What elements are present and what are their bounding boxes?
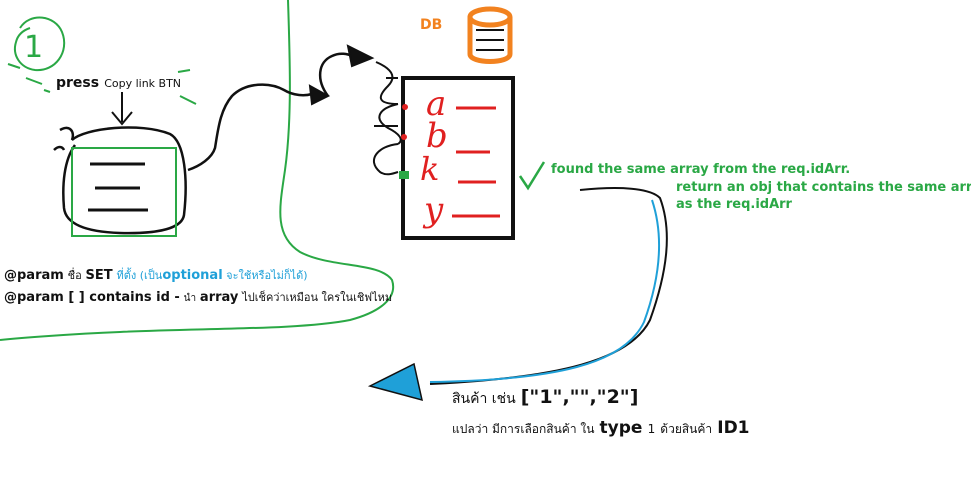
param-line-2: @param [ ] contains id - นำ array ไปเช็ค… <box>4 288 392 306</box>
id-list-box <box>401 76 515 240</box>
example-line-2: แปลว่า มีการเลือกสินค้า ใน type 1 ด้วยสิ… <box>452 418 750 439</box>
list-marker-k <box>399 171 409 179</box>
example-id: ID1 <box>717 418 750 438</box>
param-tag: @param <box>4 268 64 283</box>
copy-link-btn-label: Copy link BTN <box>104 77 182 90</box>
press-word: press <box>56 75 100 91</box>
document-lines <box>88 162 148 212</box>
example-meaning-pre: แปลว่า มีการเลือกสินค้า ใน <box>452 422 595 436</box>
loop-to-db <box>319 52 353 97</box>
found-line-2: return an obj that contains the same arr <box>676 180 971 195</box>
db-icon <box>467 6 513 64</box>
coil-lines <box>373 61 402 176</box>
list-letter-k: k <box>420 150 440 188</box>
param-set: SET <box>85 268 113 283</box>
example-prefix: สินค้า เช่น <box>452 391 516 407</box>
press-label: press Copy link BTN <box>56 72 181 91</box>
param-hint-prefix: ที่ตั้ง (เป็น <box>116 269 163 282</box>
list-dot-b <box>401 134 407 140</box>
example-line-1: สินค้า เช่น ["1","","2"] <box>452 386 638 410</box>
return-arrow-blue <box>429 199 660 383</box>
example-type-word: type <box>599 418 643 438</box>
arrowhead-2 <box>346 44 375 68</box>
document-outline <box>53 126 187 235</box>
list-letter-a: a <box>426 84 447 124</box>
press-down-arrow <box>111 92 133 126</box>
return-arrowhead <box>367 362 424 402</box>
list-letter-y: y <box>424 190 444 230</box>
param-post: ไปเช็คว่าเหมือน ใครในเชิฟไหม <box>242 291 393 304</box>
document-green-box <box>71 147 177 237</box>
green-boundary-line <box>0 0 395 341</box>
arrow-doc-to-request <box>187 83 313 172</box>
example-array: ["1","","2"] <box>520 386 639 408</box>
param-pre: นำ <box>183 293 197 304</box>
param-name: ชื่อ <box>67 269 82 282</box>
param-optional: optional <box>162 268 223 283</box>
step-circle <box>14 16 66 72</box>
example-meaning-mid: ด้วยสินค้า <box>660 422 713 436</box>
list-lines <box>452 106 500 218</box>
example-type-num: 1 <box>647 422 656 436</box>
list-letter-b: b <box>426 116 448 156</box>
found-line-1: found the same array from the req.idArr. <box>551 162 851 177</box>
db-label: DB <box>420 17 443 33</box>
arrowhead-1 <box>308 84 331 106</box>
step-tick-marks <box>7 63 197 105</box>
found-line-3: as the req.idArr <box>676 197 792 212</box>
check-mark <box>518 161 546 191</box>
param-line-1: @param ชื่อ SET ที่ตั้ง (เป็นoptional จะ… <box>4 266 308 284</box>
list-dot-a <box>402 104 408 110</box>
param-contains-id: @param [ ] contains id - <box>4 290 180 305</box>
param-array: array <box>199 290 239 305</box>
param-hint-suffix: จะใช้หรือไม่ก็ได้) <box>222 269 308 282</box>
step-number: 1 <box>24 30 44 65</box>
